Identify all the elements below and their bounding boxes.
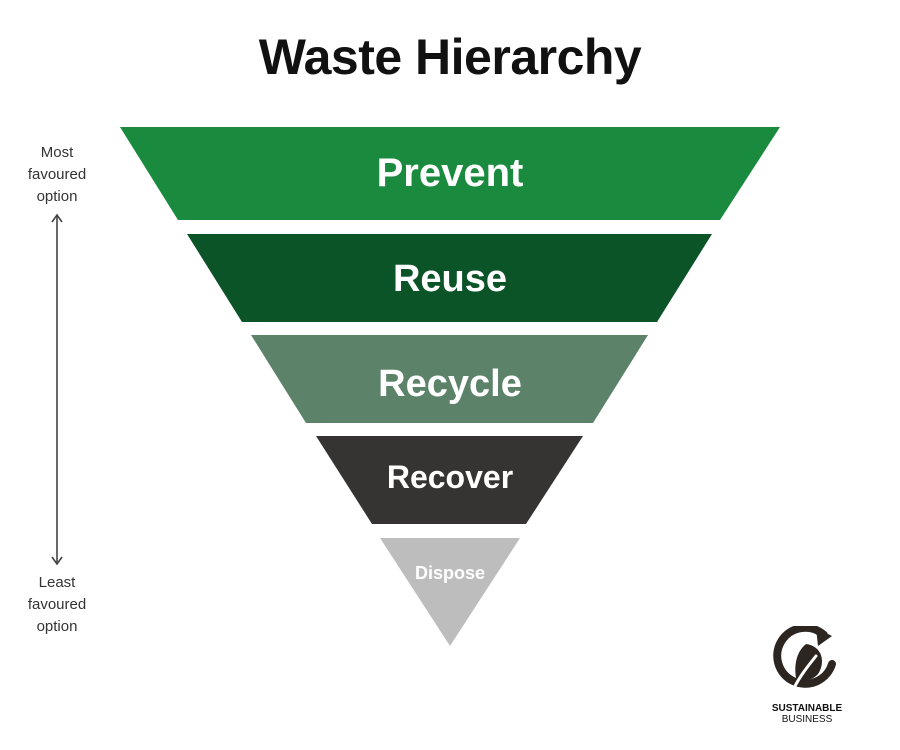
page-title: Waste Hierarchy: [258, 29, 642, 85]
sustainable-business-logo: SUSTAINABLE BUSINESS: [765, 623, 849, 725]
tier-reuse: Reuse: [187, 234, 712, 322]
tier-dispose-shape: [380, 538, 520, 646]
least-favoured-line-1: Least: [38, 574, 76, 591]
tier-recycle: Recycle: [251, 335, 648, 423]
tier-dispose: Dispose: [380, 538, 520, 646]
most-favoured-line-1: Most: [40, 144, 74, 161]
tier-reuse-label: Reuse: [393, 258, 507, 300]
tier-recover-label: Recover: [387, 459, 513, 495]
tier-recover-shape: [316, 436, 583, 524]
least-favoured-line-2: favoured: [27, 596, 87, 613]
logo-line-1: SUSTAINABLE: [771, 703, 843, 714]
logo-line-2: BUSINESS: [781, 714, 833, 725]
tier-prevent-shape: [120, 127, 780, 220]
double-arrow-icon: [51, 213, 63, 566]
logo-wordmark: SUSTAINABLE BUSINESS: [765, 703, 849, 725]
tier-reuse-shape: [187, 234, 712, 322]
tier-recycle-shape: [251, 335, 648, 423]
tier-prevent-label: Prevent: [377, 151, 524, 195]
most-favoured-line-2: favoured: [27, 166, 87, 183]
tier-prevent: Prevent: [120, 127, 780, 220]
most-favoured-label: Most favoured option: [14, 142, 100, 208]
least-favoured-line-3: option: [36, 618, 78, 635]
leaf-cycle-icon: [773, 623, 836, 690]
tier-recycle-label: Recycle: [378, 363, 522, 405]
most-favoured-line-3: option: [36, 188, 78, 205]
tier-dispose-label: Dispose: [415, 563, 485, 583]
least-favoured-label: Least favoured option: [14, 572, 100, 638]
tier-recover: Recover: [316, 436, 583, 524]
